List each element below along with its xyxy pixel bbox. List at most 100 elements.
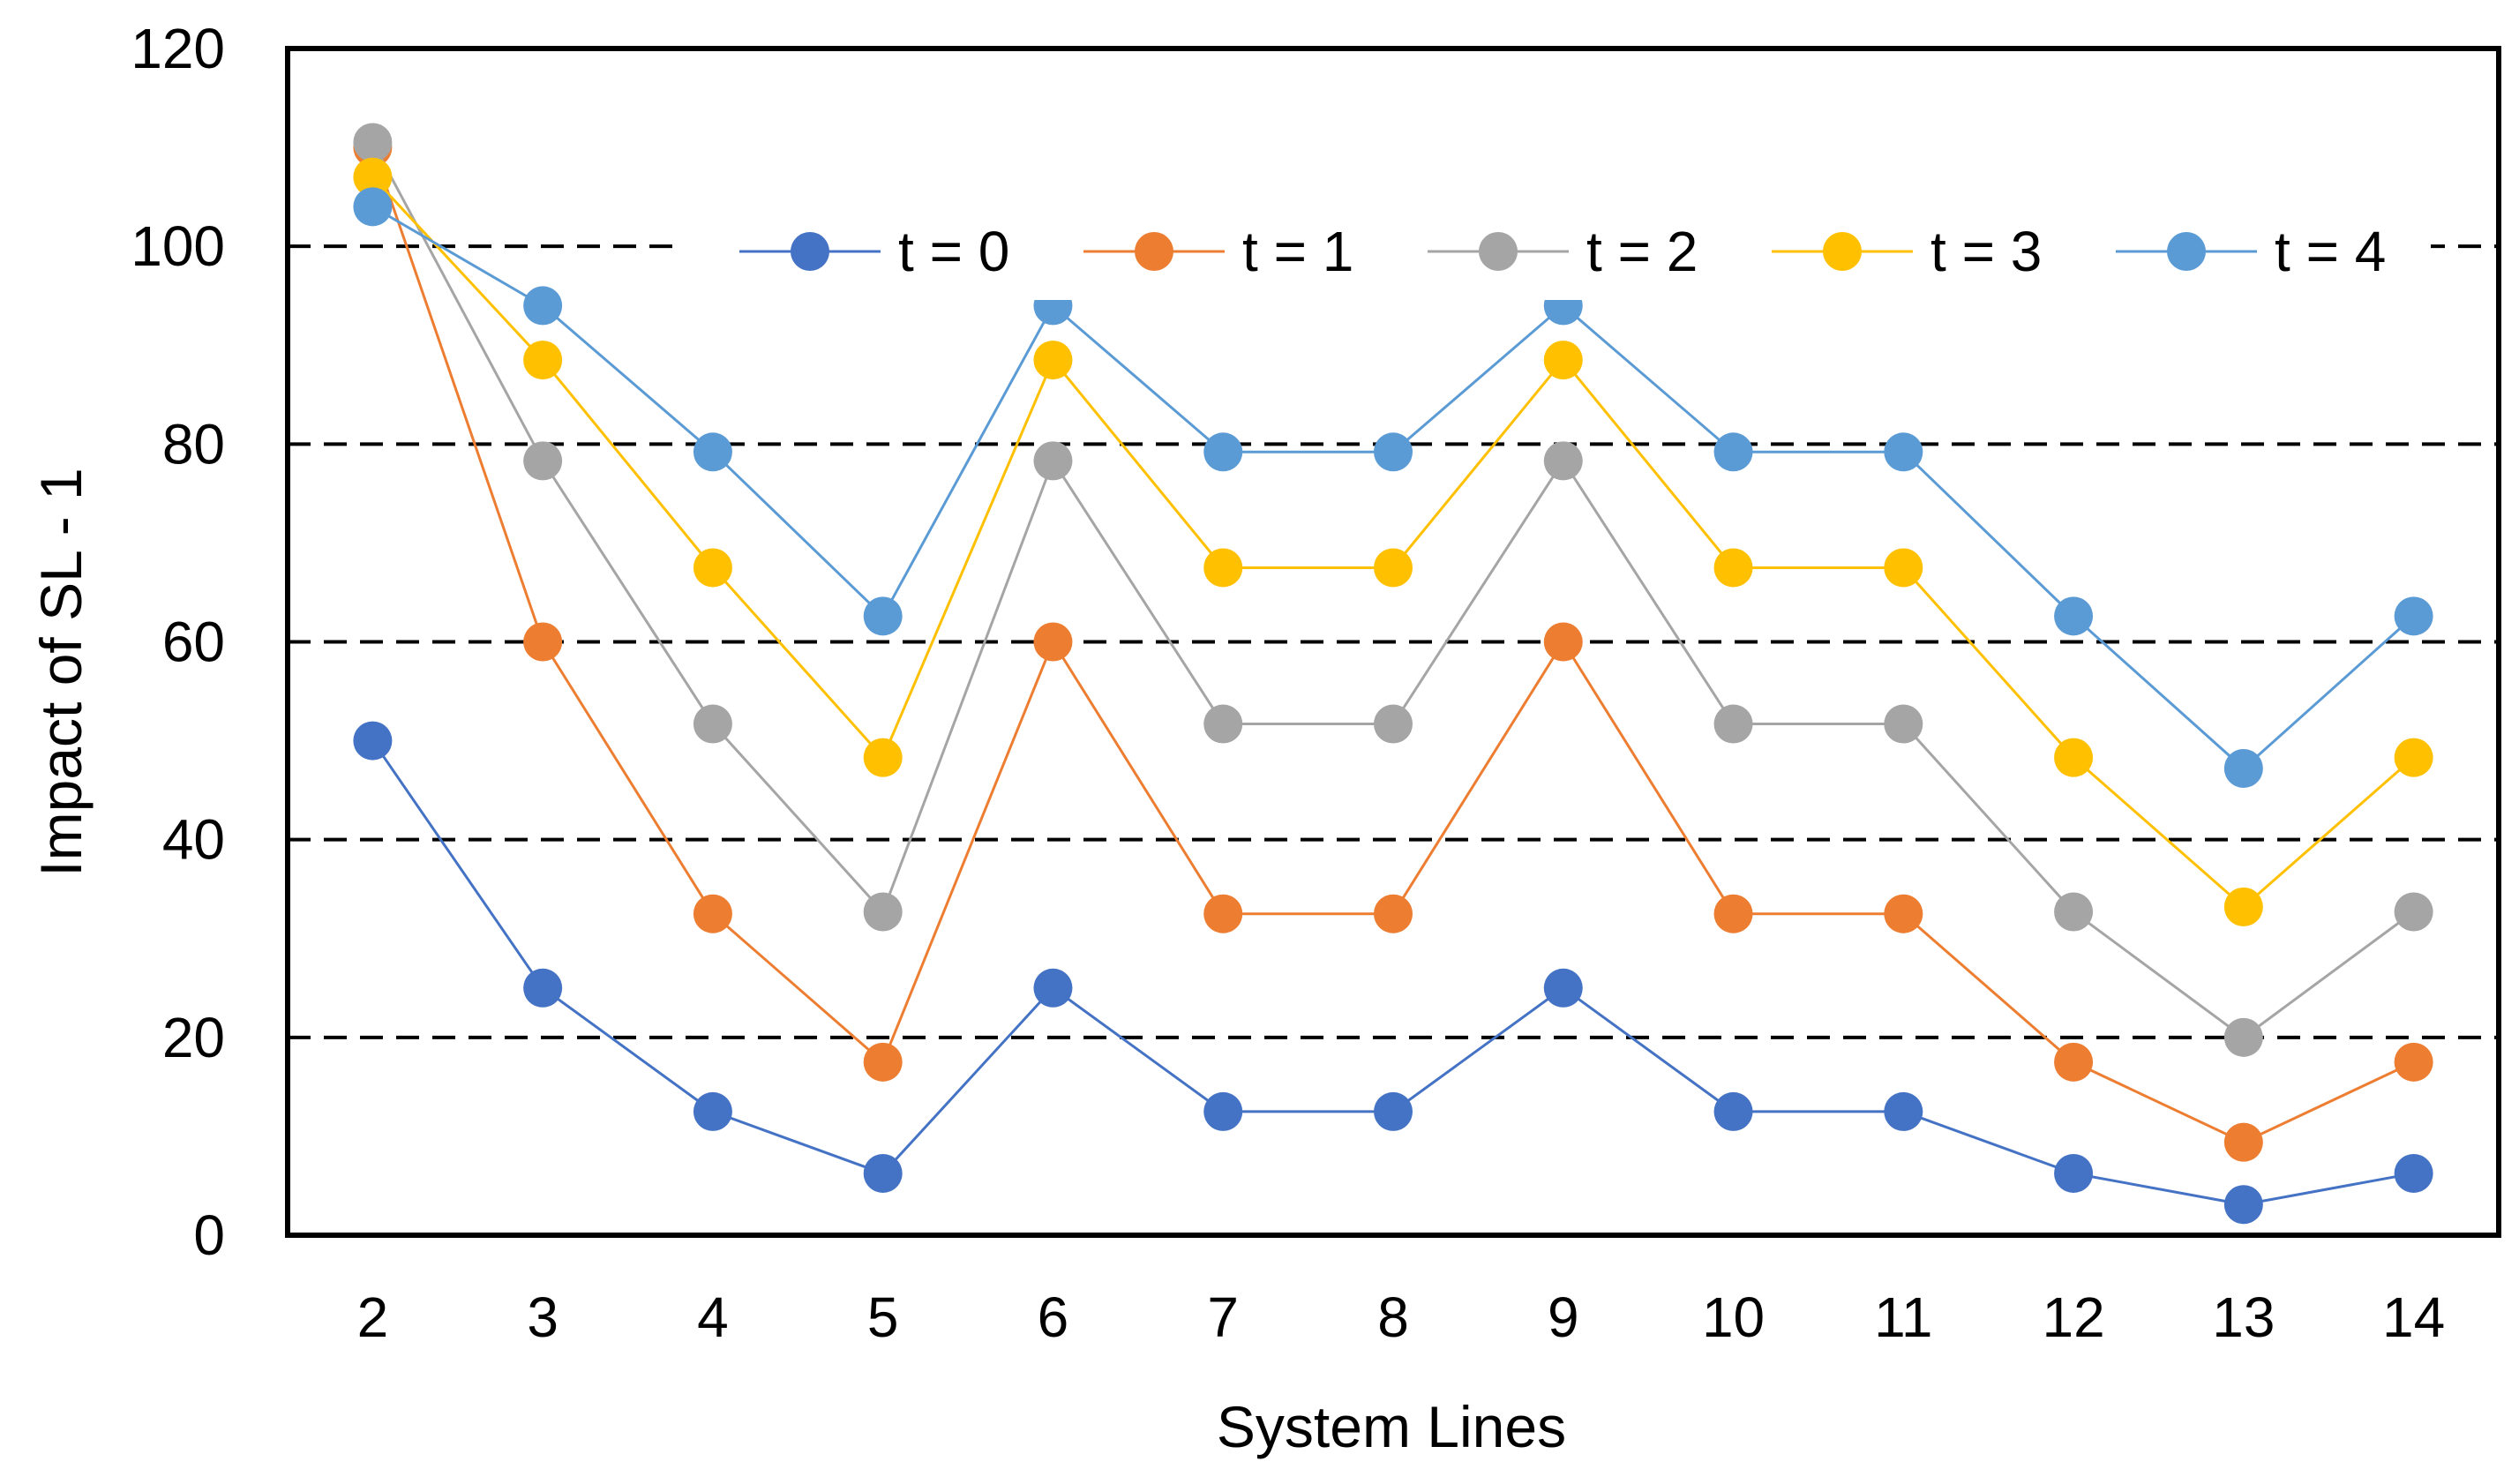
data-point bbox=[2223, 887, 2263, 926]
data-point bbox=[2223, 748, 2263, 788]
legend-label: t = 1 bbox=[1242, 220, 1353, 283]
y-tick-label: 60 bbox=[162, 611, 225, 674]
data-point bbox=[2054, 1153, 2094, 1193]
data-point bbox=[1374, 894, 1413, 933]
data-point bbox=[353, 157, 393, 197]
data-point bbox=[353, 187, 393, 227]
data-point bbox=[1543, 968, 1583, 1008]
y-tick-label: 20 bbox=[162, 1006, 225, 1069]
x-tick-label: 5 bbox=[867, 1285, 899, 1349]
data-point bbox=[1033, 441, 1073, 481]
series-2 bbox=[353, 123, 2433, 1057]
data-point bbox=[1884, 432, 1923, 472]
x-tick-label: 10 bbox=[1702, 1285, 1765, 1349]
x-tick-label: 8 bbox=[1377, 1285, 1409, 1349]
data-point bbox=[1033, 622, 1073, 662]
data-point bbox=[353, 721, 393, 761]
data-point bbox=[2054, 1042, 2094, 1082]
data-point bbox=[693, 1091, 732, 1131]
y-tick-label: 0 bbox=[193, 1203, 225, 1267]
data-point bbox=[693, 894, 732, 933]
data-point bbox=[353, 123, 393, 162]
legend-marker bbox=[1823, 232, 1862, 271]
data-point bbox=[523, 968, 563, 1008]
data-point bbox=[1713, 432, 1753, 472]
data-point bbox=[2394, 596, 2433, 636]
data-point bbox=[1884, 548, 1923, 588]
x-tick-label: 12 bbox=[2042, 1285, 2104, 1349]
x-tick-label: 13 bbox=[2212, 1285, 2275, 1349]
data-point bbox=[2394, 738, 2433, 777]
series-line bbox=[371, 739, 2414, 1206]
series-4 bbox=[353, 187, 2433, 788]
data-point bbox=[693, 548, 732, 588]
x-tick-label: 4 bbox=[697, 1285, 729, 1349]
data-point bbox=[1374, 548, 1413, 588]
data-point bbox=[2054, 596, 2094, 636]
plot-area-frame bbox=[285, 46, 2501, 1238]
data-point bbox=[1543, 622, 1583, 662]
data-point bbox=[1713, 894, 1753, 933]
data-point bbox=[1374, 1091, 1413, 1131]
data-point bbox=[693, 432, 732, 472]
data-point bbox=[863, 1153, 903, 1193]
legend-marker bbox=[1135, 232, 1173, 271]
data-point bbox=[1033, 341, 1073, 380]
data-point bbox=[2223, 1122, 2263, 1162]
data-point bbox=[1203, 894, 1243, 933]
data-point bbox=[523, 622, 563, 662]
data-point bbox=[1543, 341, 1583, 380]
legend-label: t = 2 bbox=[1586, 220, 1698, 283]
x-tick-label: 3 bbox=[527, 1285, 559, 1349]
data-point bbox=[2223, 1185, 2263, 1225]
x-tick-label: 14 bbox=[2382, 1285, 2445, 1349]
data-point bbox=[1033, 968, 1073, 1008]
data-point bbox=[1203, 1091, 1243, 1131]
series-1 bbox=[353, 128, 2433, 1162]
x-tick-label: 7 bbox=[1207, 1285, 1239, 1349]
y-tick-label: 100 bbox=[131, 214, 225, 278]
data-point bbox=[693, 704, 732, 744]
x-tick-label: 6 bbox=[1038, 1285, 1069, 1349]
legend-label: t = 4 bbox=[2275, 220, 2386, 283]
x-tick-label: 2 bbox=[357, 1285, 389, 1349]
series-3 bbox=[353, 157, 2433, 926]
data-point bbox=[1713, 704, 1753, 744]
data-point bbox=[1203, 704, 1243, 744]
data-point bbox=[863, 596, 903, 636]
data-point bbox=[523, 286, 563, 326]
legend: t = 0 t = 1 t = 2 t = 3 t = 4 bbox=[684, 203, 2431, 300]
y-tick-label: 80 bbox=[162, 412, 225, 476]
data-point bbox=[1884, 1091, 1923, 1131]
data-point bbox=[1203, 548, 1243, 588]
data-point bbox=[1543, 441, 1583, 481]
x-axis-ticks: 2 3 4 5 6 7 8 9 10 11 12 13 14 bbox=[357, 1285, 2446, 1349]
legend-marker bbox=[2167, 232, 2206, 271]
data-point bbox=[2394, 1153, 2433, 1193]
legend-marker bbox=[791, 232, 829, 271]
series-group bbox=[353, 123, 2433, 1225]
x-axis-title: System Lines bbox=[1217, 1394, 1566, 1459]
data-point bbox=[1374, 704, 1413, 744]
data-point bbox=[523, 441, 563, 481]
data-point bbox=[2394, 892, 2433, 932]
x-tick-label: 11 bbox=[1874, 1285, 1932, 1349]
y-tick-label: 120 bbox=[131, 17, 225, 80]
data-point bbox=[1713, 1091, 1753, 1131]
y-axis-ticks: 0 20 40 60 80 100 120 bbox=[131, 17, 225, 1267]
x-tick-label: 9 bbox=[1548, 1285, 1579, 1349]
data-point bbox=[523, 341, 563, 380]
data-point bbox=[1884, 894, 1923, 933]
data-point bbox=[2223, 1017, 2263, 1057]
data-point bbox=[863, 892, 903, 932]
legend-marker bbox=[1479, 232, 1518, 271]
data-point bbox=[1374, 432, 1413, 472]
data-point bbox=[1713, 548, 1753, 588]
data-point bbox=[863, 738, 903, 777]
legend-label: t = 3 bbox=[1930, 220, 2042, 283]
y-tick-label: 40 bbox=[162, 808, 225, 872]
data-point bbox=[1884, 704, 1923, 744]
legend-label: t = 0 bbox=[898, 220, 1009, 283]
